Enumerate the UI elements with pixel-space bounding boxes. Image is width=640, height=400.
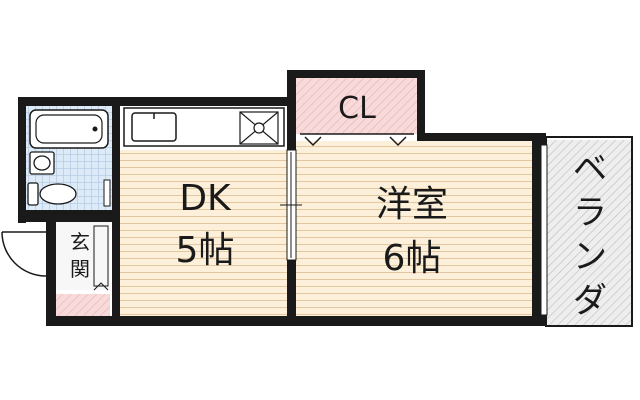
veranda-label-char: ダ (573, 281, 607, 321)
veranda-label-char: ン (573, 237, 607, 277)
bath-door (103, 179, 111, 207)
entrance-step (56, 294, 110, 316)
veranda-label-char: ベ (573, 149, 607, 189)
stove-icon (239, 111, 279, 145)
shoe-rack-icon (93, 225, 109, 291)
entrance-label-char: 関 (70, 257, 90, 281)
closet-doors (300, 133, 414, 147)
dk-size-label: 5帖 (176, 230, 235, 271)
entrance-label-char: 玄 (70, 230, 90, 254)
closet-label: CL (338, 91, 376, 126)
western-floor (296, 141, 532, 318)
toilet-icon (27, 182, 77, 206)
bathtub-icon (29, 109, 109, 149)
washbasin-icon (29, 151, 55, 175)
partition-door (280, 149, 302, 261)
dk-floor (120, 147, 290, 318)
veranda-floor (546, 140, 632, 326)
dk-name-label: DK (179, 178, 232, 219)
veranda-label-char: ラ (573, 193, 607, 233)
veranda-rail (540, 144, 548, 316)
entrance-door-icon (1, 231, 47, 277)
entrance-floor (54, 222, 110, 290)
closet-floor (296, 78, 418, 134)
western-size-label: 6帖 (383, 238, 442, 279)
western-name-label: 洋室 (376, 184, 448, 225)
